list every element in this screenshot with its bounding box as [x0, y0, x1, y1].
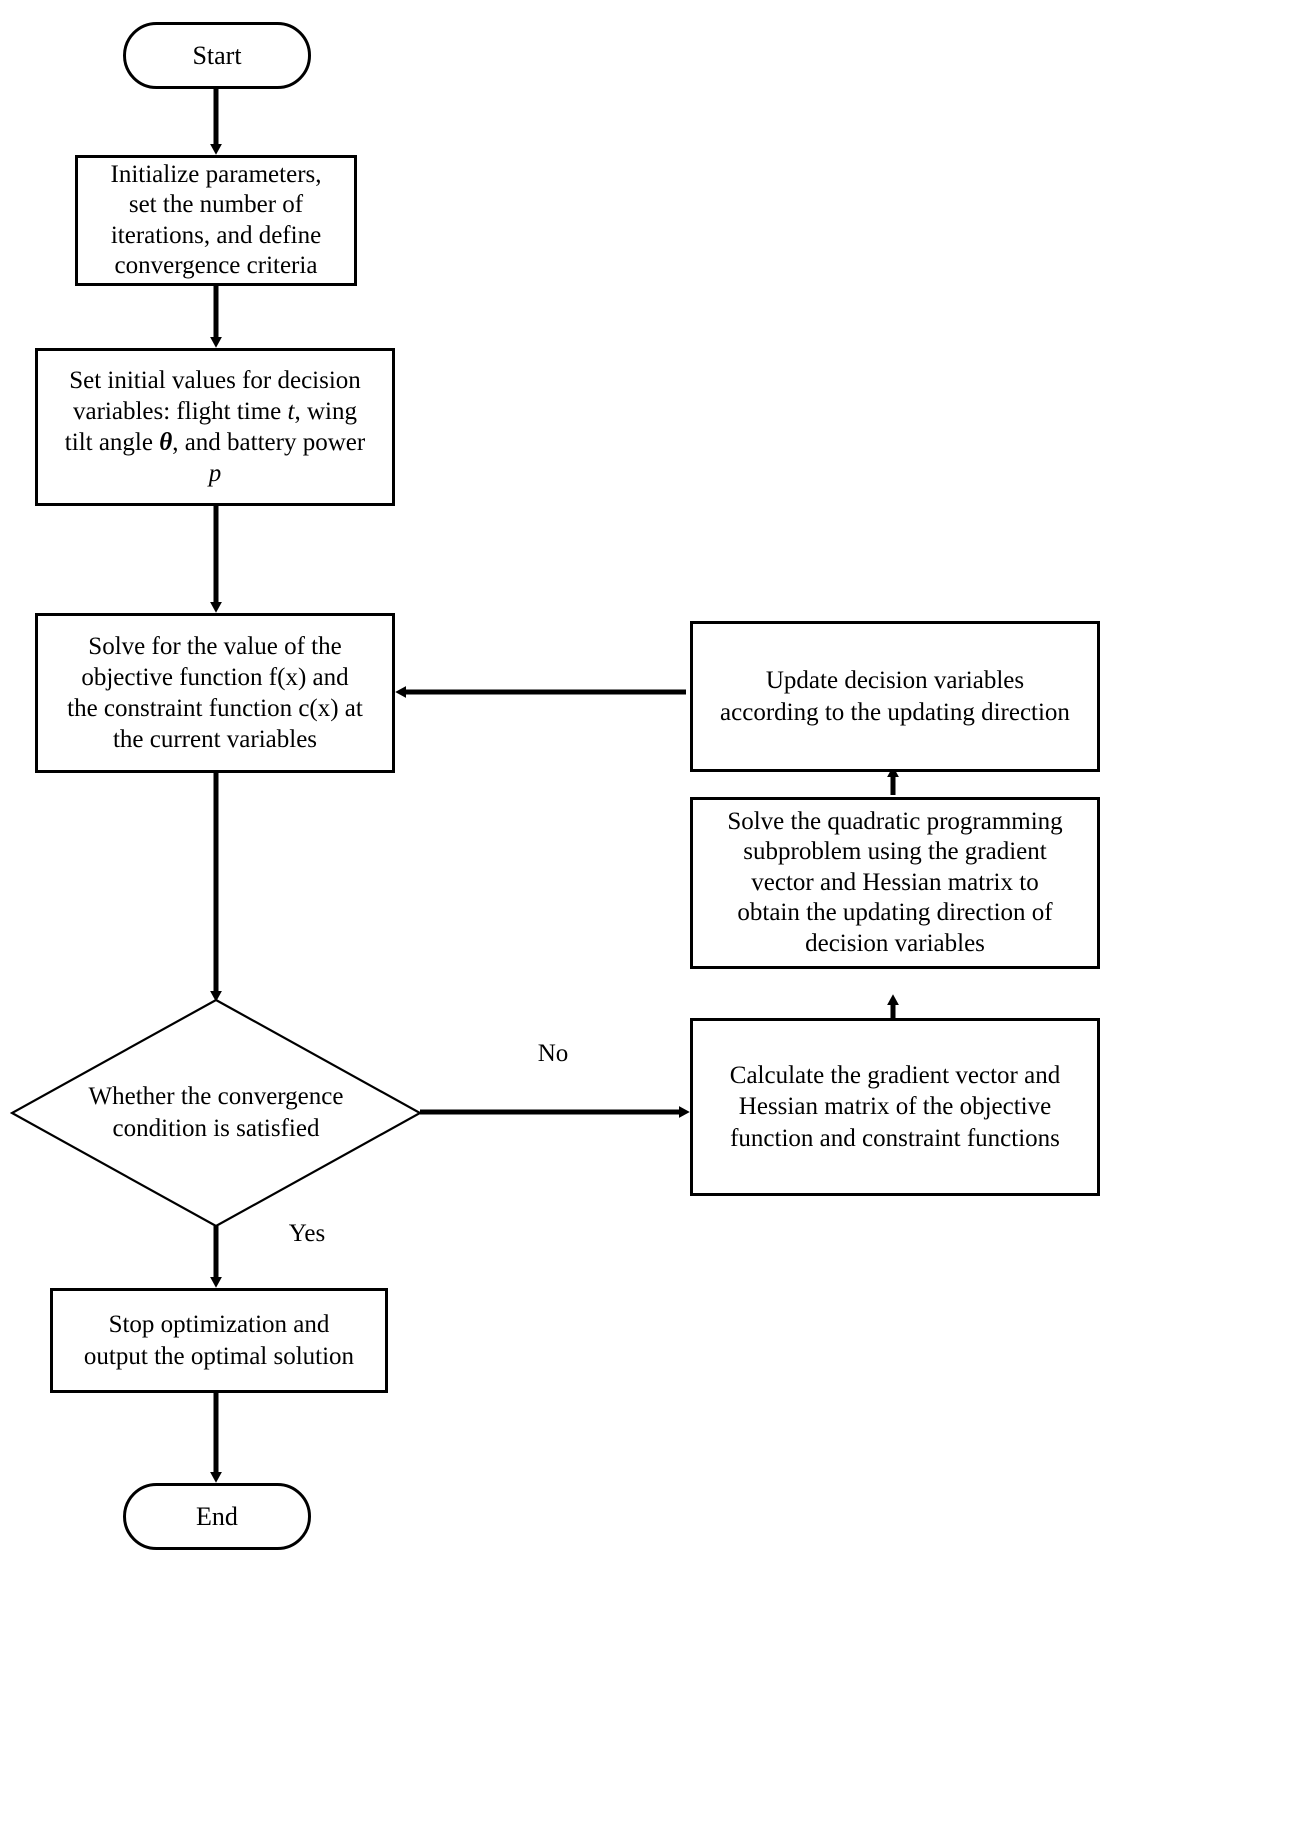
node-initialize-label: Initialize parameters, set the number of…: [110, 160, 322, 280]
node-decision[interactable]: Whether the convergence condition is sat…: [9, 998, 423, 1228]
node-calculate-gradient[interactable]: Calculate the gradient vector and Hessia…: [690, 1018, 1100, 1196]
node-update-variables[interactable]: Update decision variables according to t…: [690, 621, 1100, 772]
node-end[interactable]: End: [123, 1483, 311, 1550]
edge-label-no: No: [537, 1040, 569, 1067]
variable-theta: θ: [159, 429, 173, 456]
node-decision-label: Whether the convergence condition is sat…: [88, 1082, 344, 1143]
node-solve-value[interactable]: Solve for the value of the objective fun…: [35, 613, 395, 773]
variable-t: t: [287, 397, 295, 425]
node-end-label: End: [196, 1501, 238, 1531]
node-solve-value-label: Solve for the value of the objective fun…: [67, 632, 363, 754]
node-stop-optimization[interactable]: Stop optimization and output the optimal…: [50, 1288, 388, 1393]
node-start[interactable]: Start: [123, 22, 311, 89]
decision-diamond-shape: [9, 998, 423, 1228]
node-stop-optimization-label: Stop optimization and output the optimal…: [83, 1311, 355, 1370]
edge-label-yes: Yes: [288, 1220, 326, 1247]
node-set-initial-label: Set initial values for decision variable…: [64, 366, 366, 488]
node-start-label: Start: [192, 40, 242, 70]
node-initialize[interactable]: Initialize parameters, set the number of…: [75, 155, 357, 286]
node-update-variables-label: Update decision variables according to t…: [720, 667, 1070, 726]
node-solve-qp[interactable]: Solve the quadratic programming subprobl…: [690, 797, 1100, 969]
node-set-initial[interactable]: Set initial values for decision variable…: [35, 348, 395, 506]
node-calculate-gradient-label: Calculate the gradient vector and Hessia…: [729, 1062, 1061, 1152]
node-solve-qp-label: Solve the quadratic programming subprobl…: [727, 807, 1063, 957]
variable-p: p: [208, 460, 222, 488]
